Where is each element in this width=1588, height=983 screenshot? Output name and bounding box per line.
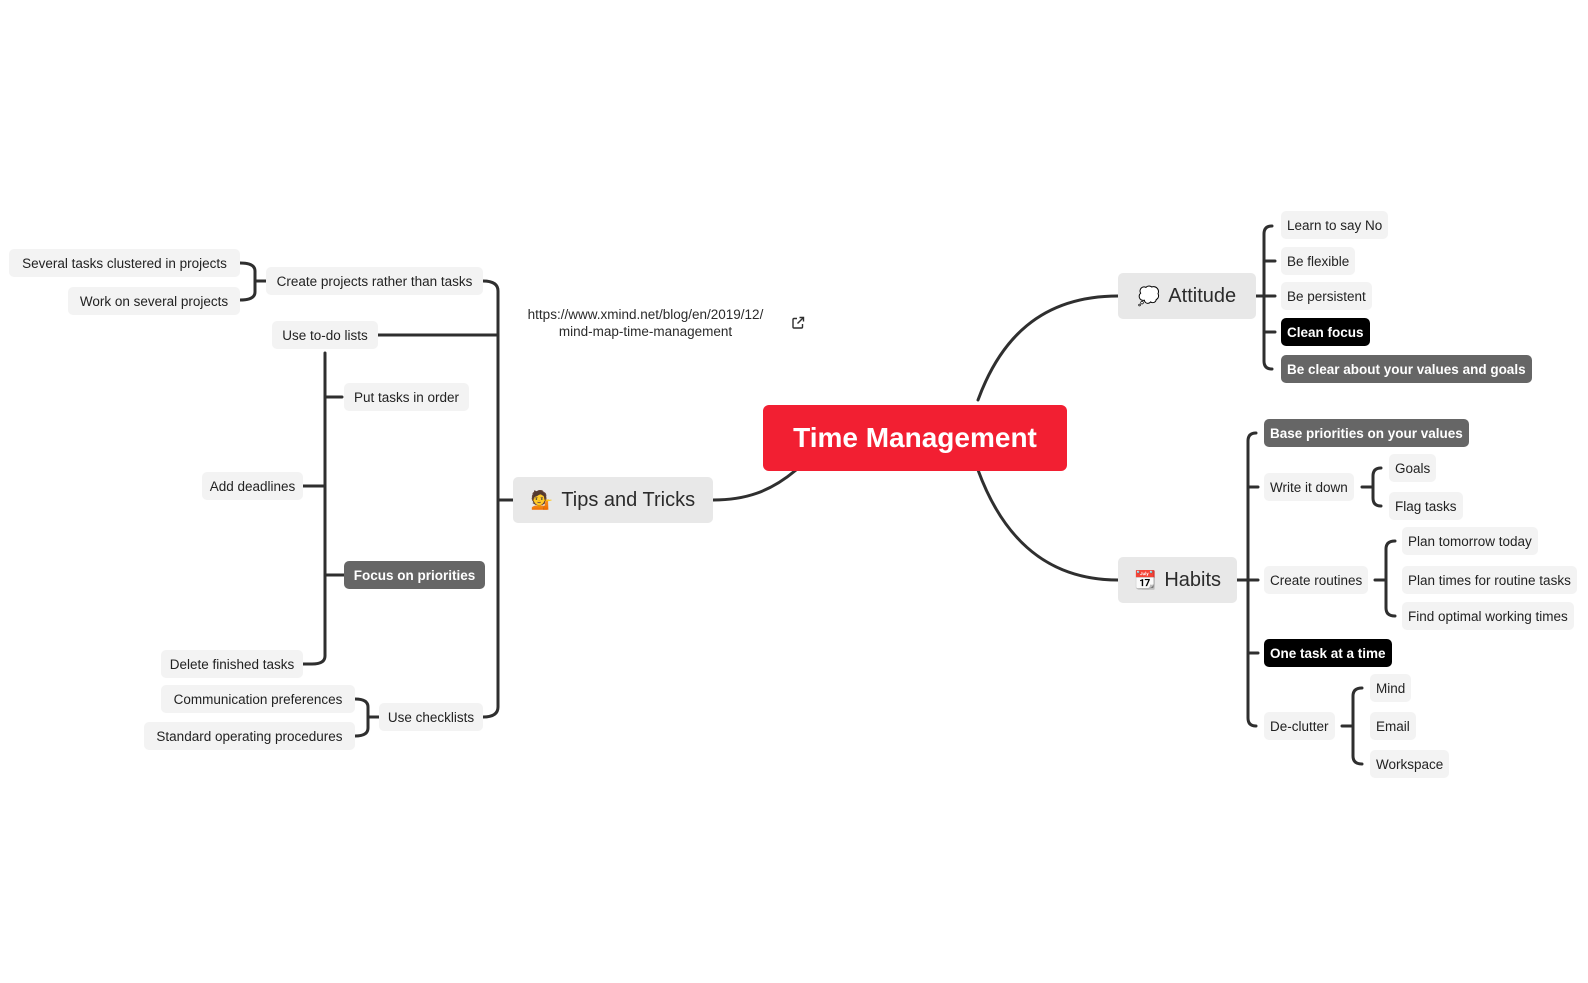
habits-declutter[interactable]: De-clutter: [1264, 712, 1335, 740]
connector-central-tips: [711, 468, 798, 502]
blog-link-line-2: mind-map-time-management: [558, 324, 733, 339]
write-it-down-goals[interactable]: Goals: [1389, 454, 1437, 482]
checklist-sop[interactable]: Standard operating procedures: [144, 722, 355, 750]
central-topic[interactable]: Time Management: [763, 405, 1067, 471]
declutter-email[interactable]: Email: [1370, 712, 1416, 740]
projects-several-tasks[interactable]: Several tasks clustered in projects: [9, 249, 240, 277]
thought-bubble-icon: 💭: [1137, 286, 1161, 306]
sub-item-label: Flag tasks: [1395, 498, 1457, 514]
topic-attitude-label: Attitude: [1168, 284, 1237, 307]
routine-plan-tomorrow[interactable]: Plan tomorrow today: [1402, 527, 1538, 555]
sub-item-label: Focus on priorities: [353, 567, 476, 583]
tips-use-todo-lists[interactable]: Use to-do lists: [272, 321, 378, 349]
central-topic-label: Time Management: [793, 422, 1037, 453]
sub-item-label: Standard operating procedures: [156, 728, 343, 744]
blog-link-text[interactable]: https://www.xmind.net/blog/en/2019/12/ m…: [508, 306, 783, 340]
tips-item-label: Use to-do lists: [282, 327, 368, 343]
declutter-mind[interactable]: Mind: [1370, 674, 1412, 702]
connector-central-attitude: [976, 294, 1120, 402]
habits-item-label: One task at a time: [1270, 645, 1386, 661]
sub-item-label: Add deadlines: [209, 478, 296, 494]
todo-add-deadlines[interactable]: Add deadlines: [202, 472, 303, 500]
todo-delete-finished[interactable]: Delete finished tasks: [161, 650, 303, 678]
sub-item-label: Mind: [1376, 680, 1406, 696]
topic-attitude[interactable]: 💭 Attitude: [1118, 273, 1256, 319]
sub-item-label: Work on several projects: [79, 293, 229, 309]
attitude-item-values-goals[interactable]: Be clear about your values and goals: [1281, 355, 1532, 383]
tips-item-label: Create projects rather than tasks: [276, 273, 473, 289]
attitude-item-learn-to-say-no[interactable]: Learn to say No: [1281, 211, 1389, 239]
sub-item-label: Workspace: [1376, 756, 1444, 772]
habits-one-task[interactable]: One task at a time: [1264, 639, 1392, 667]
habits-item-label: De-clutter: [1270, 718, 1329, 734]
routine-find-optimal[interactable]: Find optimal working times: [1402, 602, 1574, 630]
person-tipping-hand-icon: 💁: [530, 490, 554, 510]
projects-work-on-several[interactable]: Work on several projects: [68, 287, 240, 315]
checklist-communication[interactable]: Communication preferences: [161, 685, 355, 713]
attitude-item-be-flexible[interactable]: Be flexible: [1281, 247, 1356, 275]
blog-link[interactable]: https://www.xmind.net/blog/en/2019/12/ m…: [508, 306, 808, 340]
sub-item-label: Communication preferences: [173, 691, 343, 707]
external-link-icon[interactable]: [791, 316, 805, 330]
todo-put-tasks-in-order[interactable]: Put tasks in order: [344, 383, 469, 411]
blog-link-line-1: https://www.xmind.net/blog/en/2019/12/: [527, 307, 764, 322]
calendar-icon: 📆: [1133, 570, 1157, 590]
sub-item-label: Plan tomorrow today: [1408, 533, 1532, 549]
topic-habits[interactable]: 📆 Habits: [1118, 557, 1237, 603]
connector-central-habits: [976, 468, 1120, 582]
tips-create-projects[interactable]: Create projects rather than tasks: [266, 267, 483, 295]
habits-item-label: Create routines: [1270, 572, 1363, 588]
sub-item-label: Several tasks clustered in projects: [22, 255, 227, 271]
sub-item-label: Goals: [1395, 460, 1431, 476]
tips-use-checklists[interactable]: Use checklists: [379, 703, 483, 731]
sub-item-label: Put tasks in order: [353, 389, 460, 405]
attitude-item-label: Be persistent: [1287, 288, 1366, 304]
sub-item-label: Delete finished tasks: [169, 656, 295, 672]
habits-item-label: Base priorities on your values: [1270, 425, 1463, 441]
topic-tips-and-tricks[interactable]: 💁 Tips and Tricks: [513, 477, 713, 523]
attitude-item-label: Be flexible: [1287, 253, 1350, 269]
sub-item-label: Plan times for routine tasks: [1408, 572, 1571, 588]
sub-item-label: Email: [1376, 718, 1410, 734]
routine-plan-times[interactable]: Plan times for routine tasks: [1402, 566, 1577, 594]
habits-create-routines[interactable]: Create routines: [1264, 566, 1369, 594]
attitude-item-clean-focus[interactable]: Clean focus: [1281, 318, 1370, 346]
attitude-item-label: Clean focus: [1287, 324, 1364, 340]
habits-base-priorities[interactable]: Base priorities on your values: [1264, 419, 1469, 447]
habits-write-it-down[interactable]: Write it down: [1264, 473, 1354, 501]
topic-habits-label: Habits: [1164, 568, 1222, 591]
habits-item-label: Write it down: [1270, 479, 1348, 495]
write-it-down-flag-tasks[interactable]: Flag tasks: [1389, 492, 1463, 520]
attitude-item-label: Learn to say No: [1287, 217, 1383, 233]
declutter-workspace[interactable]: Workspace: [1370, 750, 1450, 778]
topic-tips-label: Tips and Tricks: [561, 488, 696, 511]
tips-item-label: Use checklists: [387, 709, 475, 725]
attitude-item-label: Be clear about your values and goals: [1287, 361, 1526, 377]
todo-focus-on-priorities[interactable]: Focus on priorities: [344, 561, 485, 589]
sub-item-label: Find optimal working times: [1408, 608, 1568, 624]
attitude-item-be-persistent[interactable]: Be persistent: [1281, 282, 1372, 310]
